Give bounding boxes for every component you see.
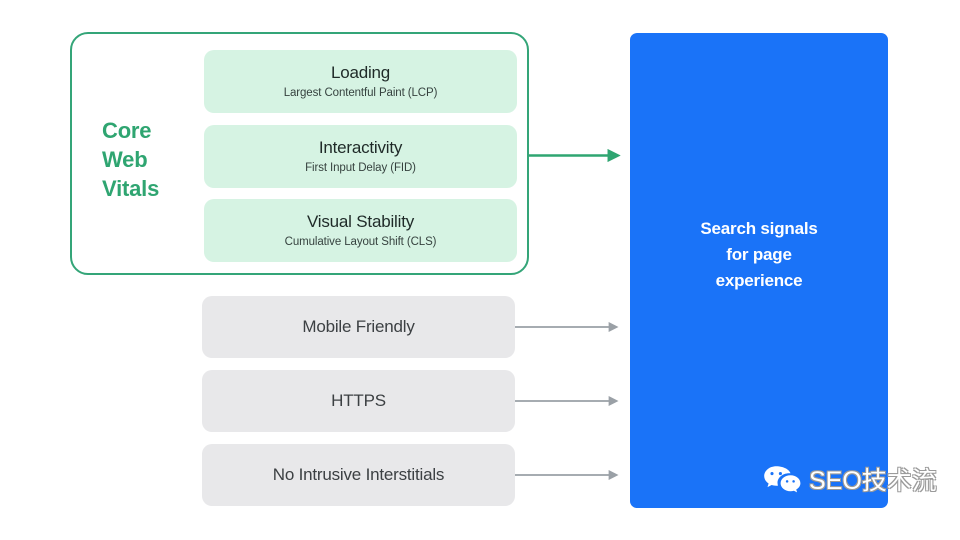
- metric-subtitle: Cumulative Layout Shift (CLS): [284, 236, 437, 248]
- metric-card-visual-stability: Visual Stability Cumulative Layout Shift…: [204, 199, 517, 262]
- metric-title: Visual Stability: [306, 212, 415, 231]
- metric-subtitle: First Input Delay (FID): [305, 162, 416, 174]
- watermark: SEO技术流: [762, 464, 937, 498]
- metric-title: Loading: [330, 63, 391, 82]
- metric-title: Interactivity: [318, 138, 403, 157]
- wechat-icon: [762, 464, 802, 498]
- signal-card-label: Mobile Friendly: [302, 317, 415, 336]
- signal-card-label: No Intrusive Interstitials: [272, 465, 445, 484]
- core-web-vitals-label: Core Web Vitals: [102, 118, 160, 201]
- metric-subtitle: Largest Contentful Paint (LCP): [283, 87, 438, 99]
- search-signals-label: Search signals for page experience: [700, 218, 818, 290]
- core-web-vitals-group: Core Web Vitals Loading Largest Contentf…: [70, 32, 529, 275]
- signal-card-mobile-friendly: Mobile Friendly: [202, 296, 515, 358]
- metric-card-loading: Loading Largest Contentful Paint (LCP): [204, 50, 517, 113]
- signal-card-label: HTTPS: [331, 391, 386, 410]
- signal-card-no-intrusive-interstitials: No Intrusive Interstitials: [202, 444, 515, 506]
- metric-card-interactivity: Interactivity First Input Delay (FID): [204, 125, 517, 188]
- search-signals-panel: Search signals for page experience: [630, 33, 888, 508]
- signal-card-https: HTTPS: [202, 370, 515, 432]
- watermark-text: SEO技术流: [809, 467, 937, 495]
